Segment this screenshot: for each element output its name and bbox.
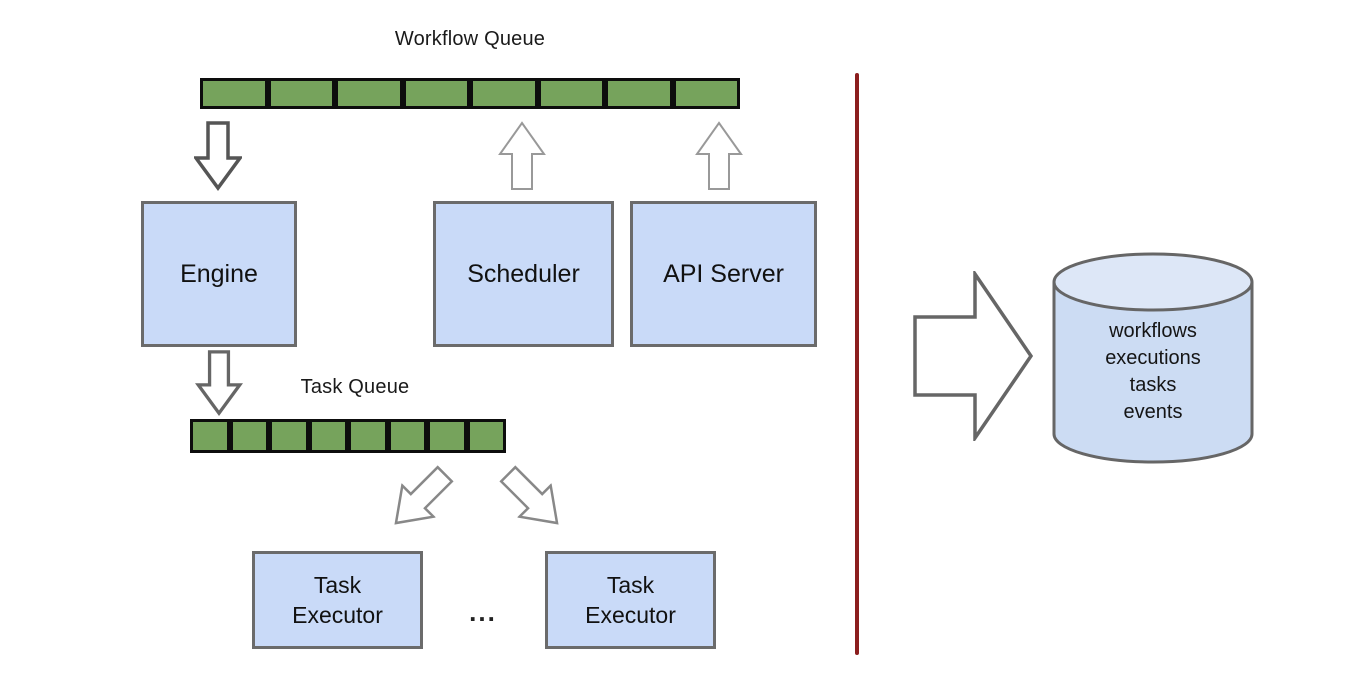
down-arrow-icon <box>194 121 242 191</box>
queue-segment <box>268 419 309 453</box>
queue-segment <box>469 78 538 109</box>
up-arrow-icon <box>498 121 546 190</box>
diagonal-arrow-icon <box>499 465 559 525</box>
queue-segment <box>536 78 605 109</box>
queue-segment <box>465 419 506 453</box>
queue-segment <box>604 78 673 109</box>
engine-box: Engine <box>141 201 297 347</box>
queue-segment <box>190 419 230 453</box>
task-executor-box: Task Executor <box>252 551 423 649</box>
diagonal-arrow-icon <box>394 465 454 525</box>
database-label-executions: executions <box>1105 347 1201 369</box>
queue-segment <box>426 419 467 453</box>
engine-label: Engine <box>180 259 258 288</box>
queue-segment <box>386 419 427 453</box>
database-labels: workflows executions tasks events <box>1052 318 1254 426</box>
down-arrow-icon <box>195 350 243 416</box>
api-server-label: API Server <box>663 259 784 288</box>
workflow-queue-label: Workflow Queue <box>394 28 546 50</box>
scheduler-box: Scheduler <box>433 201 614 347</box>
queue-segment <box>347 419 388 453</box>
queue-segment <box>266 78 335 109</box>
task-executor-box: Task Executor <box>545 551 716 649</box>
scheduler-label: Scheduler <box>467 259 580 288</box>
database-label-tasks: tasks <box>1129 374 1177 396</box>
right-arrow-icon <box>913 271 1033 441</box>
ellipsis-label: ... <box>469 597 497 627</box>
queue-segment <box>228 419 269 453</box>
api-server-box: API Server <box>630 201 817 347</box>
task-executor-label: Task Executor <box>292 572 383 628</box>
queue-segment <box>671 78 740 109</box>
queue-segment <box>307 419 348 453</box>
task-queue <box>190 419 506 453</box>
database-cylinder-icon <box>1052 252 1254 464</box>
database-label-workflows: workflows <box>1109 320 1197 342</box>
queue-segment <box>200 78 268 109</box>
task-executor-label: Task Executor <box>585 572 676 628</box>
task-queue-label: Task Queue <box>300 376 410 398</box>
vertical-divider <box>855 73 859 655</box>
queue-segment <box>401 78 470 109</box>
queue-segment <box>334 78 403 109</box>
up-arrow-icon <box>695 121 743 190</box>
workflow-queue <box>200 78 740 109</box>
database-label-events: events <box>1123 401 1183 423</box>
